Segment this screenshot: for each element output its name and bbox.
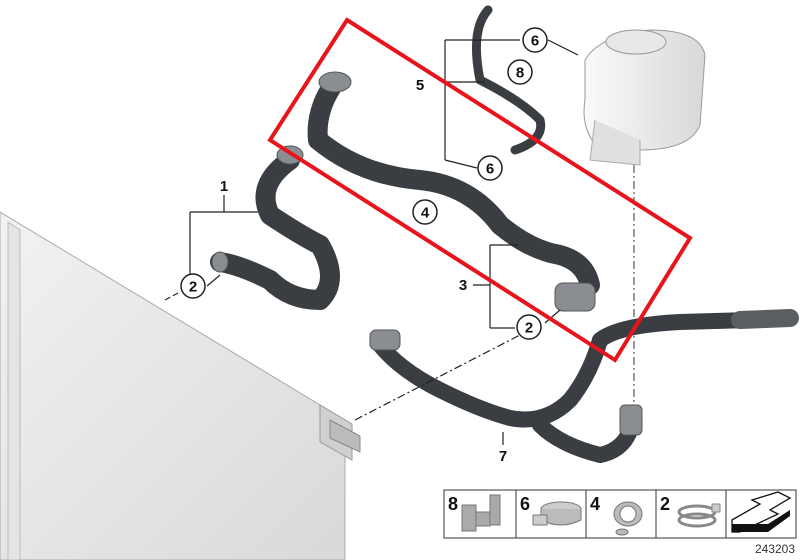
callout-6-top[interactable]: 6: [522, 27, 548, 53]
svg-text:8: 8: [516, 65, 524, 82]
clip-holder-icon: [461, 494, 501, 532]
svg-text:2: 2: [525, 320, 533, 337]
leader-lines: [164, 39, 579, 445]
highlight-rectangle: [267, 17, 693, 363]
svg-text:6: 6: [520, 494, 530, 514]
hose-7-lower: [532, 417, 640, 463]
callout-3[interactable]: 3: [459, 277, 467, 294]
radiator: [0, 211, 361, 560]
svg-text:2: 2: [189, 279, 197, 296]
clamp-with-bracket-icon: [613, 501, 643, 536]
reference-number: 243203: [755, 542, 795, 556]
hoses: [210, 5, 799, 463]
svg-text:2: 2: [660, 494, 670, 514]
hose-1: [210, 150, 340, 310]
callout-2-left[interactable]: 2: [180, 273, 206, 299]
svg-text:6: 6: [531, 33, 539, 50]
callout-5[interactable]: 5: [416, 77, 424, 94]
legend-item-8[interactable]: 8: [448, 494, 501, 532]
svg-text:4: 4: [421, 205, 430, 222]
legend-item-2[interactable]: 2: [660, 494, 721, 528]
callout-8[interactable]: 8: [507, 59, 533, 85]
callout-2-right[interactable]: 2: [516, 314, 542, 340]
callout-1[interactable]: 1: [220, 178, 228, 195]
svg-text:6: 6: [486, 161, 494, 178]
hose-8: [471, 5, 546, 155]
arrow-direction-icon: [731, 491, 792, 533]
hose-4: [307, 72, 600, 295]
legend: 8 6 4 2 243203: [443, 489, 797, 556]
expansion-tank: [583, 29, 706, 410]
spring-clamp-icon: [677, 503, 721, 528]
svg-text:8: 8: [448, 494, 458, 514]
callout-7[interactable]: 7: [499, 448, 507, 465]
callout-6-bottom[interactable]: 6: [477, 155, 503, 181]
svg-text:4: 4: [590, 494, 600, 514]
legend-item-6[interactable]: 6: [520, 494, 582, 526]
hose-7-upper: [372, 312, 758, 428]
callout-4[interactable]: 4: [412, 199, 438, 225]
hose-clamp-icon: [532, 501, 582, 526]
legend-item-4[interactable]: 4: [590, 494, 643, 536]
